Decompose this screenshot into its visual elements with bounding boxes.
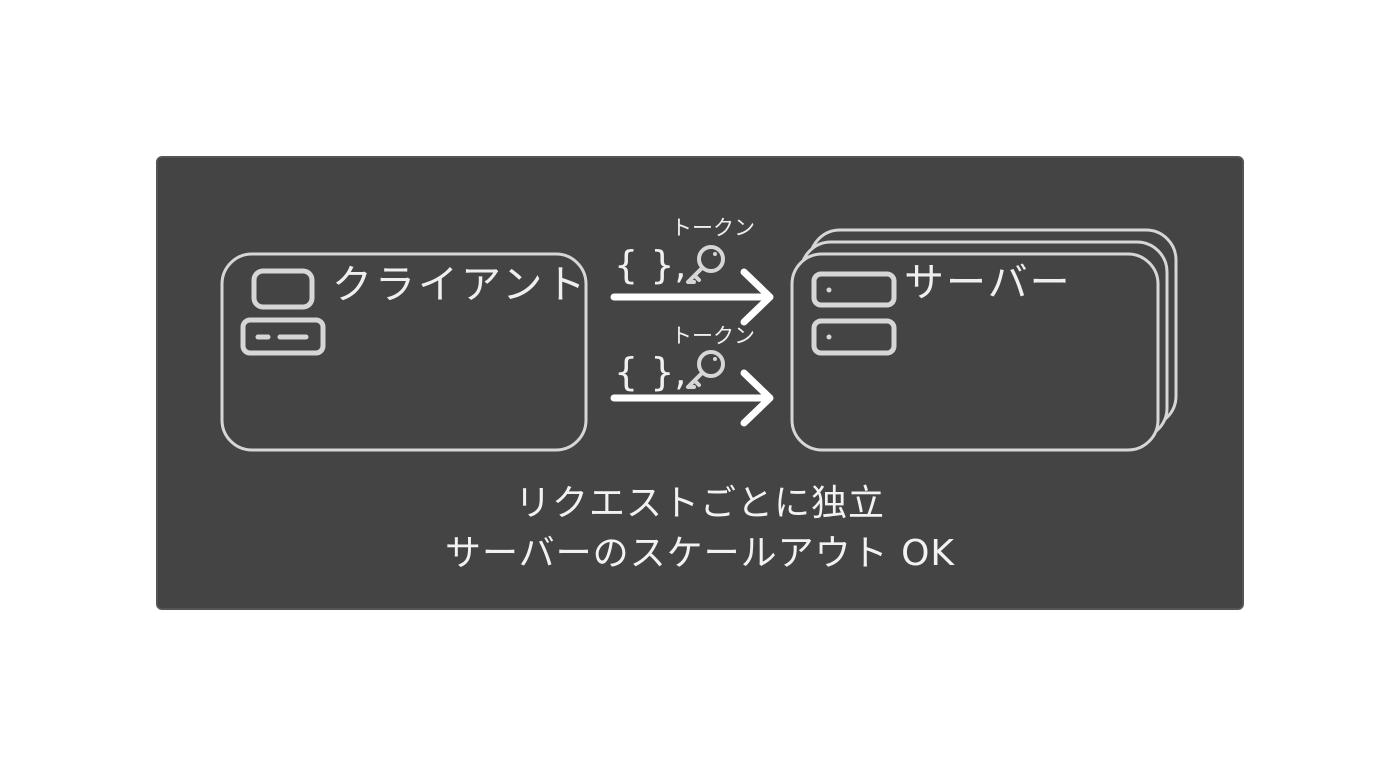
caption-line-2: サーバーのスケールアウト OK <box>444 533 956 574</box>
key-icon <box>686 245 725 284</box>
server-label: サーバー <box>904 260 1072 306</box>
computer-icon <box>240 268 326 356</box>
key-icon <box>686 350 725 389</box>
request-1: トークン { }, <box>610 216 774 326</box>
caption-line-1: リクエストごとに独立 <box>514 483 885 524</box>
request-2: トークン { }, <box>610 324 774 427</box>
arrow-right-icon <box>610 369 774 427</box>
token-label: トークン <box>671 324 755 348</box>
server-node: サーバー <box>790 228 1178 452</box>
payload-label: { }, <box>614 350 687 394</box>
token-label: トークン <box>671 216 755 240</box>
client-label: クライアント <box>332 262 588 308</box>
client-node: クライアント <box>220 252 588 452</box>
payload-label: { }, <box>614 243 687 287</box>
arrow-right-icon <box>610 268 774 326</box>
server-icon <box>811 271 897 356</box>
